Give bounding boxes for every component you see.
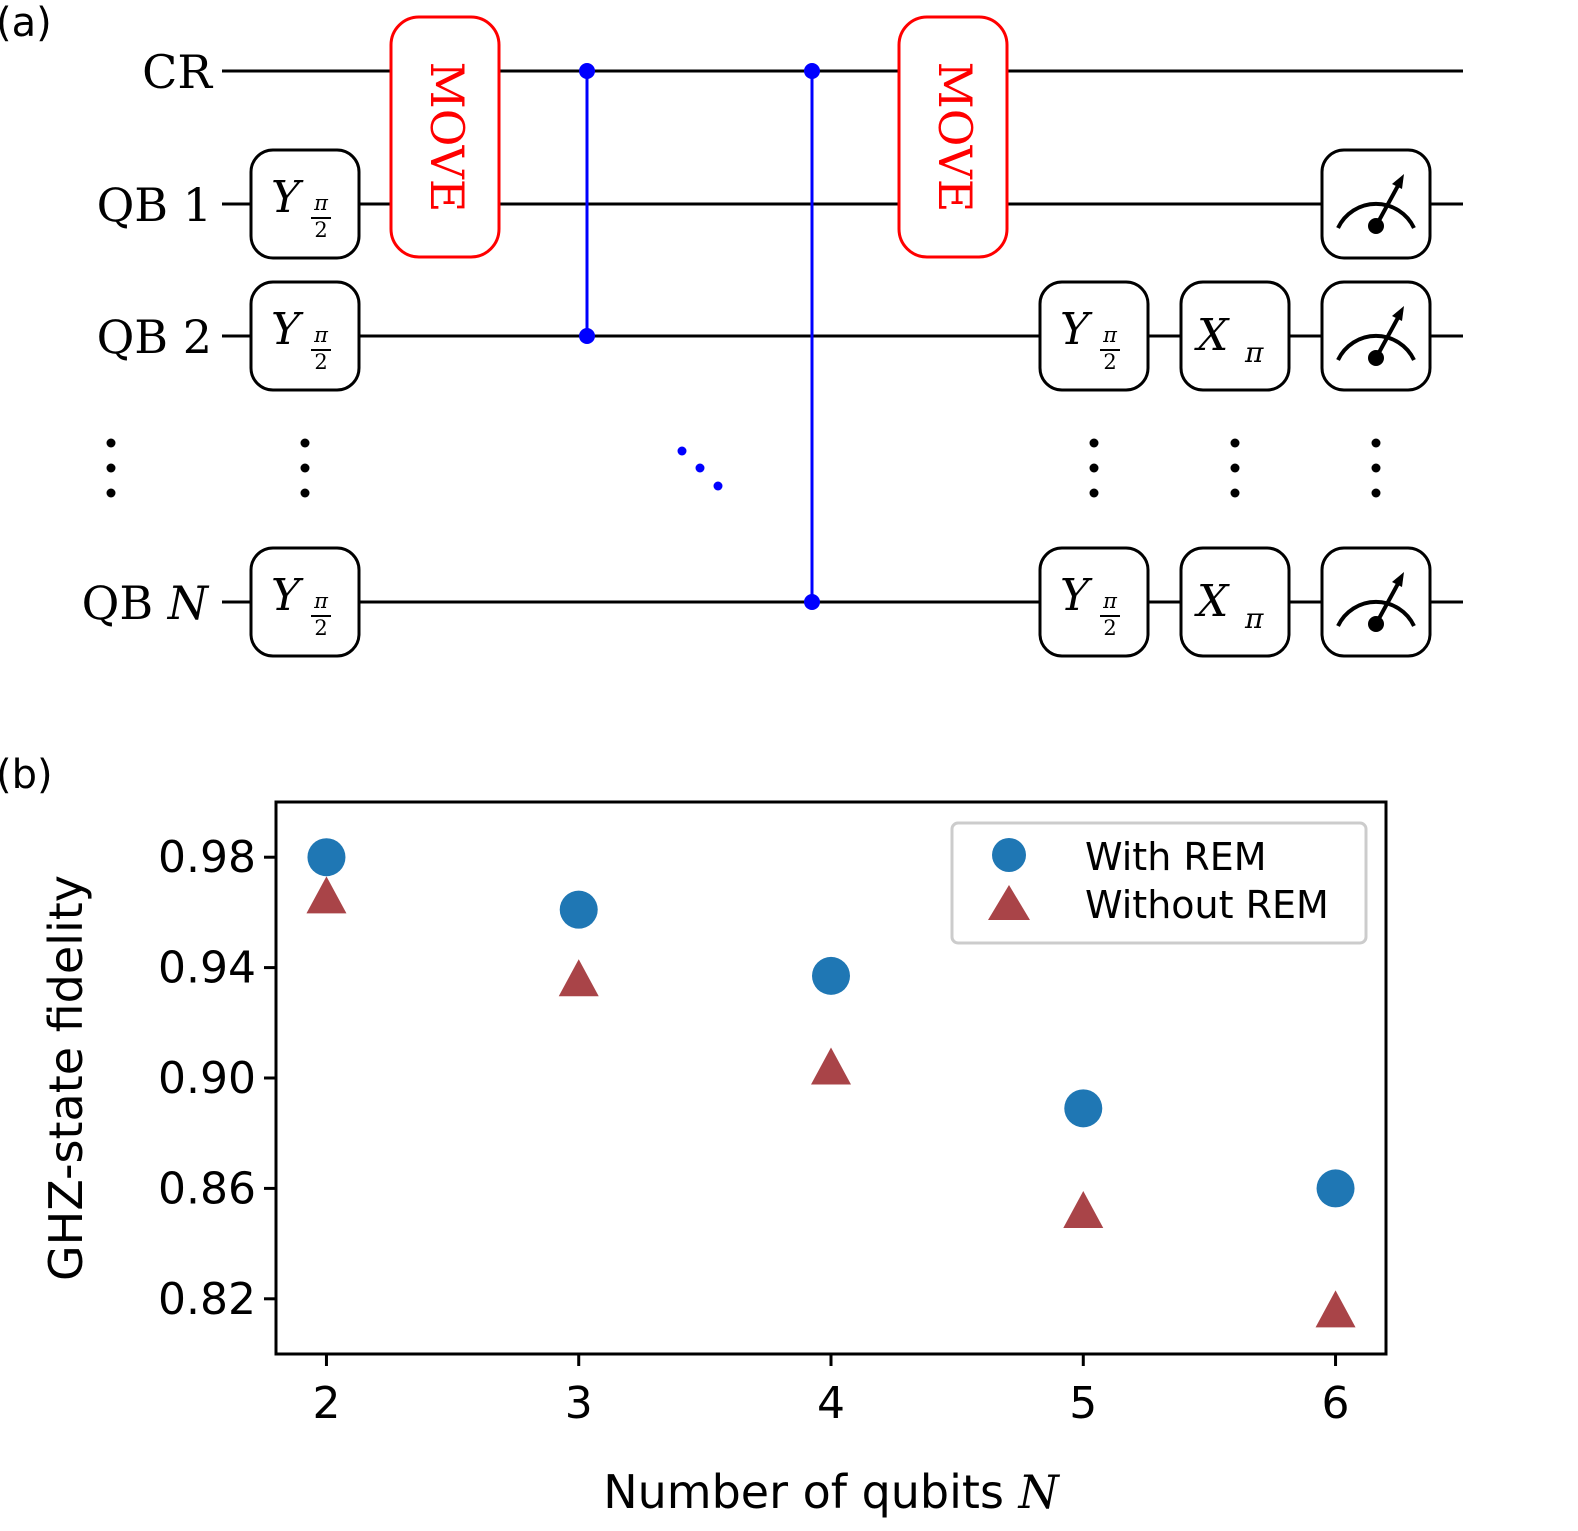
y-half-pi-gate: Y π 2 [1038, 280, 1150, 392]
vertical-dots-icon [106, 438, 116, 498]
y-half-pi-gate: Y π 2 [249, 546, 361, 658]
x-tick-label: 6 [1322, 1378, 1350, 1429]
wire-label-qbn-var: N [167, 576, 210, 630]
wire-label-cr: CR [142, 45, 213, 99]
y-tick-label: 0.86 [158, 1163, 256, 1214]
cz-gate [804, 63, 820, 610]
legend-label-with-rem: With REM [1085, 835, 1267, 879]
legend-triangle-marker [988, 885, 1030, 920]
without-rem-point [1063, 1191, 1104, 1229]
x-tick-label: 2 [312, 1378, 340, 1429]
wire-label-qb1: QB 1 [97, 178, 212, 232]
measurement-gate [1320, 148, 1432, 260]
svg-text:Y: Y [271, 304, 304, 355]
x-tick-label: 5 [1069, 1378, 1097, 1429]
move-gate: MOVE [897, 15, 1009, 259]
with-rem-point [1316, 1169, 1355, 1208]
y-tick-label: 0.90 [158, 1053, 256, 1104]
y-tick-label: 0.98 [158, 832, 256, 883]
x-tick-label: 3 [565, 1378, 593, 1429]
legend-circle-marker [992, 838, 1026, 872]
with-rem-point [307, 838, 346, 877]
without-rem-point [306, 876, 347, 914]
with-rem-point [1064, 1089, 1103, 1128]
svg-text:X: X [1194, 310, 1230, 361]
meter-icon [1336, 572, 1416, 632]
legend: With REM Without REM [950, 821, 1368, 945]
svg-text:π: π [313, 589, 329, 613]
with-rem-point [559, 890, 598, 929]
svg-text:π: π [1102, 323, 1118, 347]
vertical-dots-icon [300, 438, 310, 498]
y-half-pi-gate: Y π 2 [249, 148, 361, 260]
without-rem-point [1315, 1290, 1356, 1328]
svg-text:2: 2 [1103, 350, 1116, 374]
cz-gate [579, 63, 595, 344]
svg-text:Y: Y [271, 570, 304, 621]
svg-text:Y: Y [271, 172, 304, 223]
meter-icon [1336, 306, 1416, 366]
svg-text:π: π [1102, 589, 1118, 613]
cz-target-dot [804, 594, 820, 610]
without-rem-point [811, 1047, 851, 1085]
svg-text:2: 2 [1103, 616, 1116, 640]
svg-text:X: X [1194, 576, 1230, 627]
x-axis: 2 3 4 5 6 [312, 1354, 1350, 1429]
svg-text:2: 2 [314, 350, 327, 374]
vertical-dots-icon [1230, 438, 1240, 498]
x-axis-label-text: Number of qubits [603, 1465, 1018, 1519]
chart-panel: (b) 0.82 0.86 0.90 0.94 0.98 2 3 4 5 6 GHZ-state… [0, 752, 1388, 1519]
cz-control-dot [579, 63, 595, 79]
legend-frame [950, 821, 1368, 945]
svg-text:MOVE: MOVE [928, 62, 982, 213]
wire-label-qbn: QB N [82, 576, 210, 630]
with-rem-point [812, 956, 850, 995]
y-axis: 0.82 0.86 0.90 0.94 0.98 [158, 832, 276, 1325]
svg-text:Y: Y [1060, 304, 1093, 355]
panel-a-label: (a) [0, 0, 52, 46]
svg-text:MOVE: MOVE [420, 62, 474, 213]
svg-text:π: π [313, 191, 329, 215]
y-tick-label: 0.94 [158, 943, 256, 994]
legend-label-without-rem: Without REM [1085, 883, 1329, 927]
diagonal-dots-icon [677, 446, 723, 491]
vertical-dots-icon [1089, 438, 1099, 498]
panel-b-label: (b) [0, 752, 53, 798]
y-tick-label: 0.82 [158, 1274, 256, 1325]
svg-text:2: 2 [314, 218, 327, 242]
wire-label-qbn-prefix: QB [82, 576, 168, 630]
measurement-gate [1320, 546, 1432, 658]
svg-text:π: π [313, 323, 329, 347]
measurement-gate [1320, 280, 1432, 392]
x-pi-gate: X π [1179, 546, 1291, 658]
without-rem-point [558, 959, 599, 997]
wire-label-qb2: QB 2 [97, 310, 212, 364]
x-axis-label-var: N [1018, 1465, 1061, 1519]
svg-text:π: π [1244, 602, 1264, 635]
cz-control-dot [804, 63, 820, 79]
y-axis-label: GHZ-state fidelity [39, 875, 93, 1281]
x-pi-gate: X π [1179, 280, 1291, 392]
svg-text:π: π [1244, 336, 1264, 369]
y-half-pi-gate: Y π 2 [249, 280, 361, 392]
x-tick-label: 4 [817, 1378, 845, 1429]
vertical-dots-icon [1371, 438, 1381, 498]
meter-icon [1336, 174, 1416, 234]
data-markers [306, 838, 1356, 1328]
svg-text:Y: Y [1060, 570, 1093, 621]
cz-target-dot [579, 328, 595, 344]
circuit-panel: (a) CR QB 1 QB 2 QB N Y π 2 Y π 2 [0, 0, 1463, 658]
svg-text:2: 2 [314, 616, 327, 640]
x-axis-label: Number of qubits N [603, 1465, 1060, 1519]
y-half-pi-gate: Y π 2 [1038, 546, 1150, 658]
move-gate: MOVE [389, 15, 501, 259]
